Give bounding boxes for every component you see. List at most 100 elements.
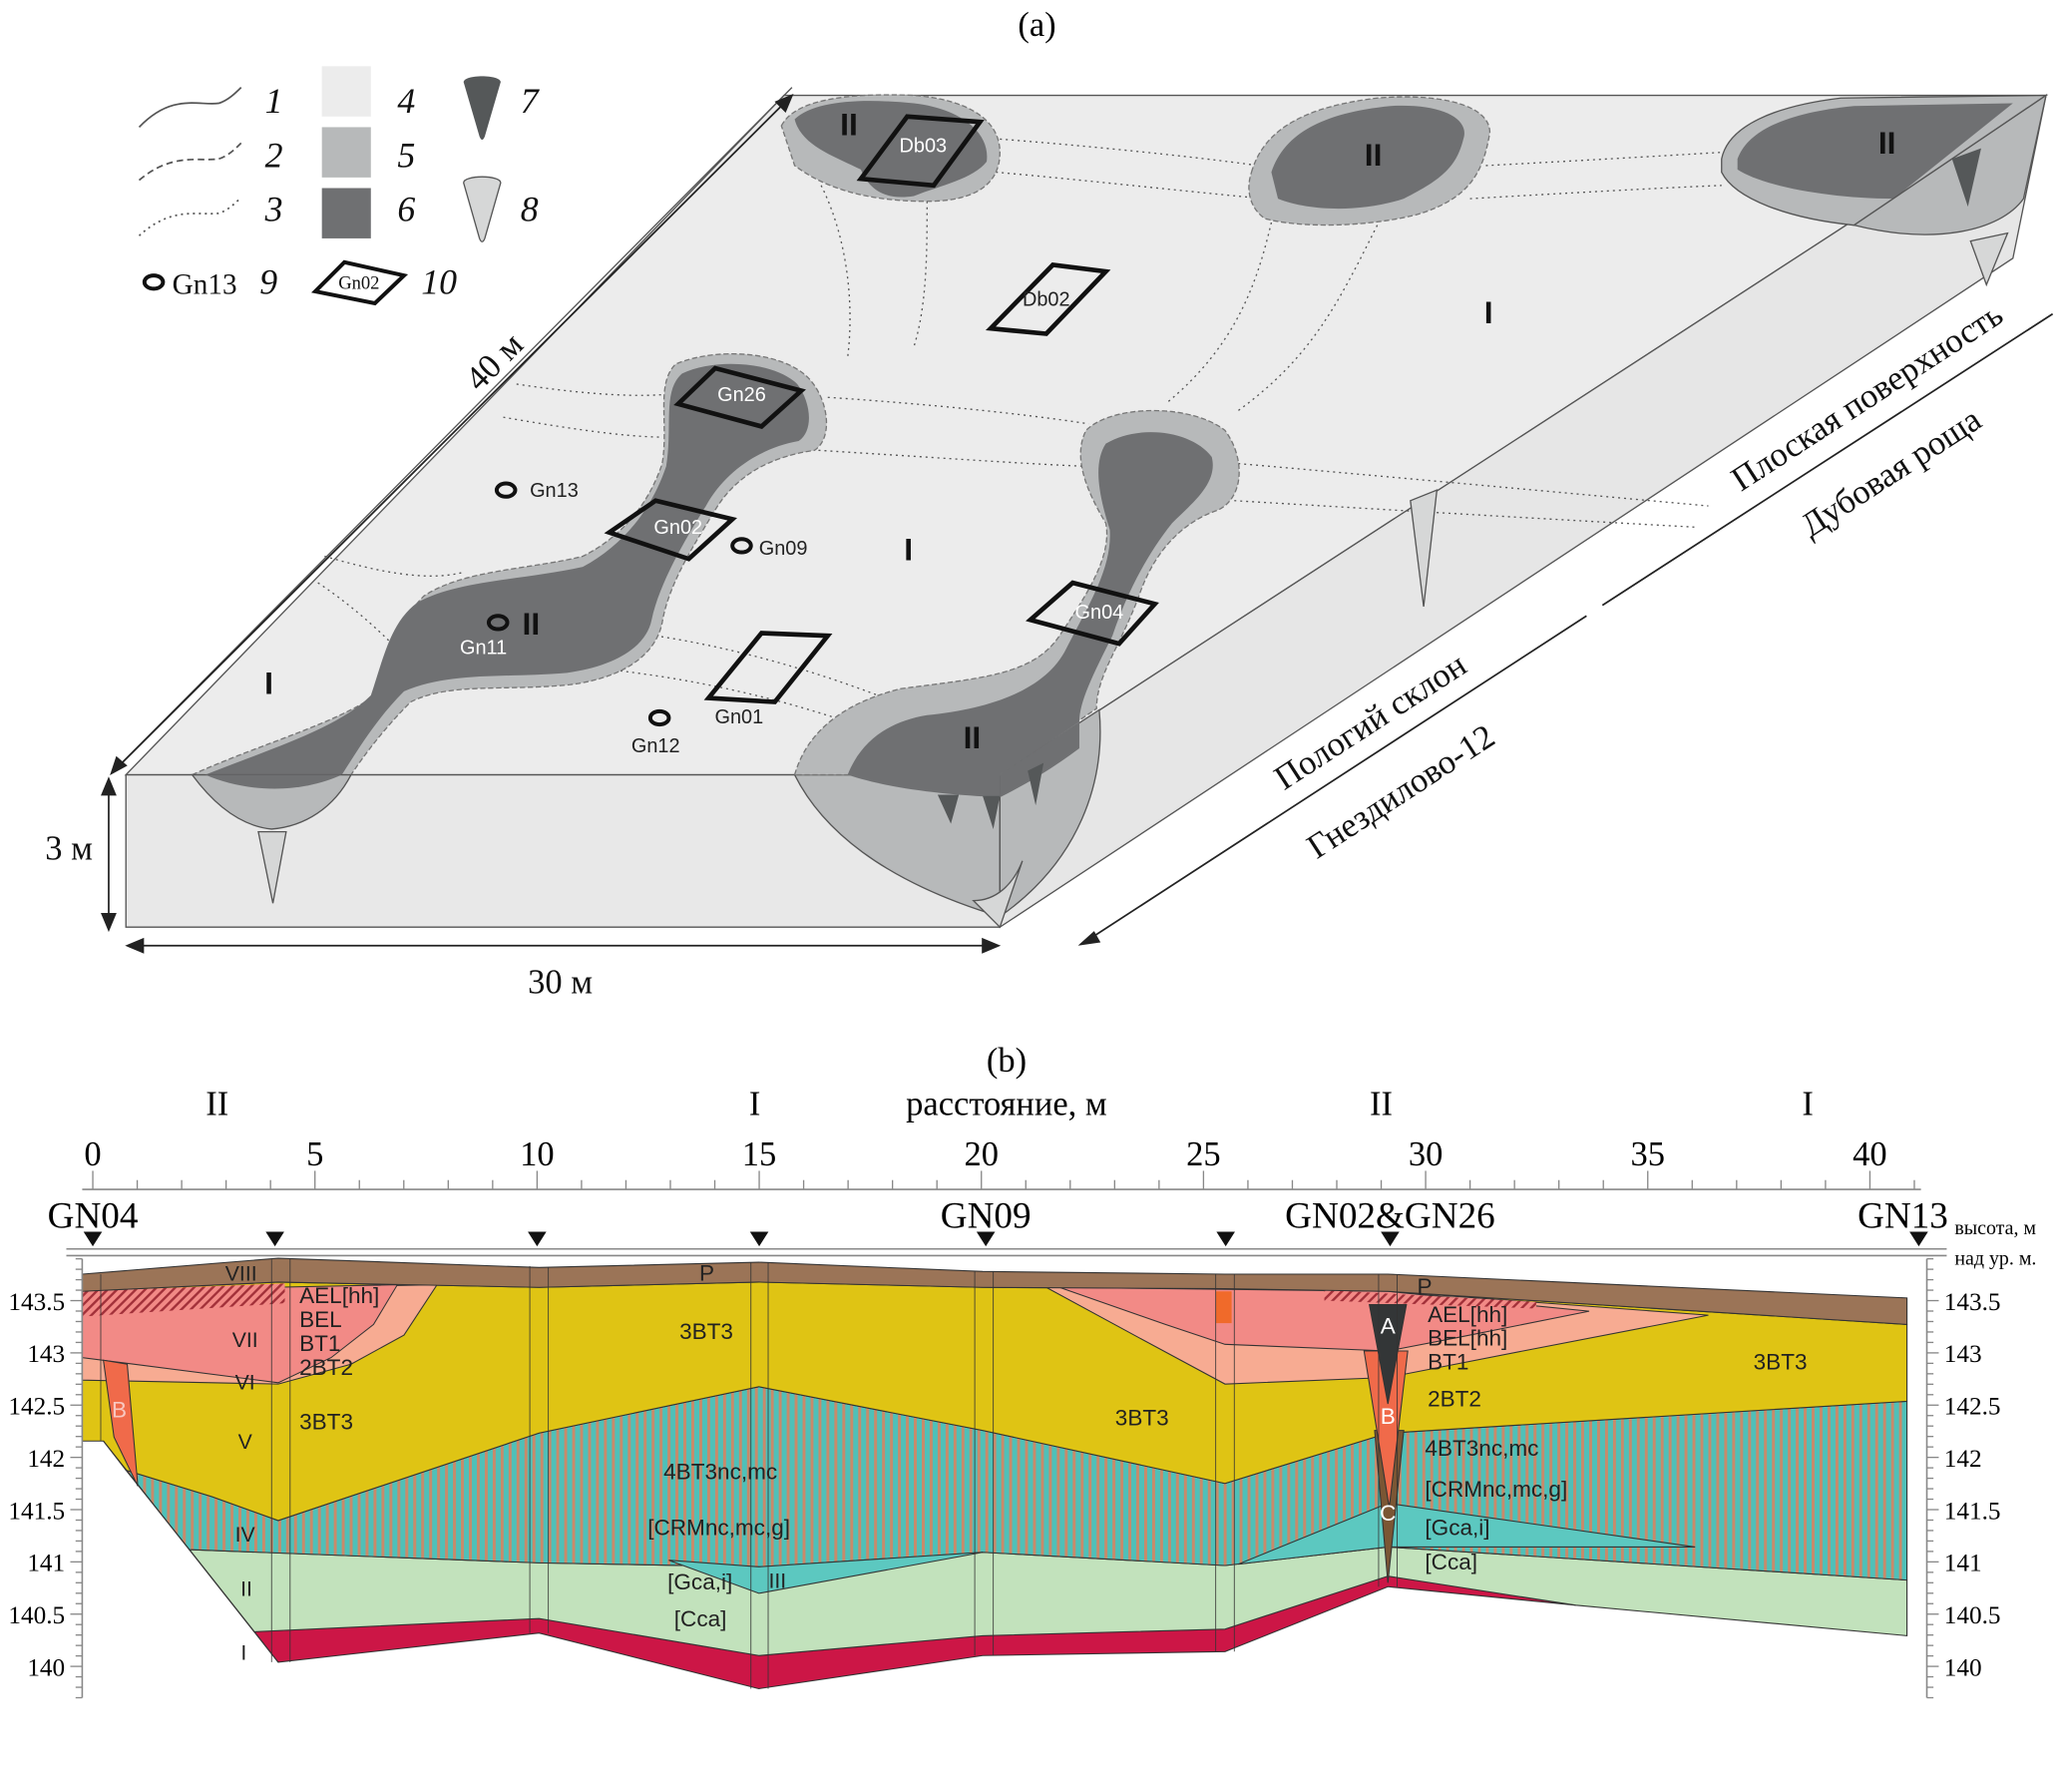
zone-labels: II II II II II I I I [264,106,1895,755]
elevation-tick-label: 143 [27,1341,65,1368]
horizon-label: 3BT3 [1754,1350,1808,1375]
pit-label: Gn01 [714,706,763,728]
horizon-label: [CRMnc,mc,g] [1425,1477,1567,1502]
legend-num: 7 [521,81,541,121]
horizon-label: 4BT3nc,mc [1425,1436,1538,1461]
layer-AEL-hatched [1324,1289,1536,1309]
arrow-head-icon [110,755,128,776]
block-diagram: Db03 Db02 Gn26 Gn02 Gn04 Gn01 Gn13 Gn09 … [116,87,2049,929]
wedge-label: B [1381,1404,1396,1429]
layer-numeral: I [240,1641,246,1664]
layer-numeral: VI [235,1371,255,1394]
borehole-marker-icon [976,1231,996,1247]
borehole-label: GN13 [1858,1196,1948,1237]
x-tick-label: 5 [306,1135,323,1173]
layer-numeral: IV [235,1524,256,1547]
legend: 1 2 3 4 5 6 7 8 9 10 Gn13 Gn02 [138,66,541,306]
depression-top-right [1721,94,2049,287]
zone-label-ii: II [1878,125,1896,161]
horizon-label: AEL[hh] [1428,1302,1507,1327]
horizon-label: BT1 [299,1331,340,1356]
elevation-tick-label: 143.5 [1944,1289,2001,1316]
horizon-label: [Cca] [1425,1550,1477,1574]
layer-III-lens [1238,1503,1696,1566]
legend-pit-frame-icon [310,259,409,306]
horizon-label: 3BT3 [299,1409,353,1434]
x-tick-label: 35 [1631,1135,1666,1173]
legend-solid-line [138,86,242,129]
frost-wedge-dark-icon [1028,762,1044,806]
elevation-tick-label: 142 [1944,1446,1982,1473]
x-axis-label: расстояние, м [906,1086,1107,1123]
borehole-label: GN04 [48,1196,139,1237]
horizon-label: 3BT3 [1115,1405,1169,1430]
frost-wedge-dark-icon [983,795,1001,829]
borehole-marker-icon [265,1231,284,1247]
pit-frame-gn04 [1026,580,1159,647]
horizon-label: BT1 [1428,1350,1468,1375]
zone-label-i: I [1484,294,1493,330]
legend-dashed-line [138,142,242,182]
zone-label-i: I [904,531,913,567]
frost-wedge-light-icon [1410,489,1439,608]
frost-wedge-light-icon [257,830,287,904]
zone-label-i: I [264,666,273,701]
legend-well-text: Gn13 [173,269,237,301]
elevation-tick-label: 140 [1944,1654,1982,1681]
block-edge-line [116,87,793,769]
legend-light-wedge-icon [463,176,502,242]
elevation-tick-label: 143 [1944,1341,1982,1368]
legend-swatch-4 [321,66,371,117]
wells: Gn13 Gn09 Gn11 Gn12 [460,480,807,757]
borehole-marker-icon [1909,1231,1928,1247]
depression-top-middle [1248,96,1491,226]
layer-numeral: VIII [225,1263,257,1286]
pit-frame-db02 [985,262,1111,336]
frost-wedge-light-icon [972,860,1024,929]
legend-well-circle-icon [142,273,166,291]
horizon-label: BEL[hh] [1428,1326,1507,1351]
elevation-tick-label: 140 [27,1654,65,1681]
x-tick-label: 15 [742,1135,777,1173]
legend-swatch-6 [321,188,371,238]
pit-frame-gn01 [703,631,833,704]
borehole-label: GN02&GN26 [1285,1196,1495,1237]
legend-num: 8 [521,190,539,229]
legend-pit-text: Gn02 [338,272,379,293]
legend-swatch-5 [321,127,371,178]
legend-dark-wedge-icon [463,76,501,141]
elevation-tick-label: 143.5 [8,1289,65,1316]
pit-label: Gn02 [653,517,702,539]
orange-inclusion [1215,1291,1232,1324]
elevation-tick-label: 142 [27,1446,65,1473]
depression-left-chain [191,352,828,904]
well-circle-icon [647,708,671,727]
horizon-label: 3BT3 [679,1319,733,1344]
well-circle-icon [486,614,510,632]
borehole-marker-icon [1216,1231,1235,1247]
pit-label: Gn26 [717,384,766,406]
legend-num: 6 [397,190,415,229]
elevation-tick-label: 141.5 [1944,1498,2001,1525]
well-circle-icon [494,481,518,499]
borehole-columns [82,1258,1907,1689]
panel-a-label: (a) [1018,6,1055,44]
frost-wedge-dark-icon [1951,148,1981,208]
elevation-tick-label: 141 [1944,1551,1982,1577]
frost-wedge-dark-icon [937,794,960,824]
layer-numeral: III [768,1570,786,1593]
elevation-axes: 140140.5141141.5142142.5143143.5140140.5… [8,1257,2001,1699]
layer-numeral: II [240,1578,252,1601]
section-zone-label: II [1370,1086,1393,1123]
legend-num: 4 [397,81,415,121]
layer-AEL-hatched [82,1283,285,1317]
section-zone-label: I [1802,1086,1814,1123]
zone-label-ii: II [964,719,982,755]
panel-b-label: (b) [987,1042,1027,1080]
horizon-label: [Gca,i] [1425,1515,1489,1540]
wedge-label: A [1381,1314,1396,1339]
well-label: Gn09 [759,538,808,560]
